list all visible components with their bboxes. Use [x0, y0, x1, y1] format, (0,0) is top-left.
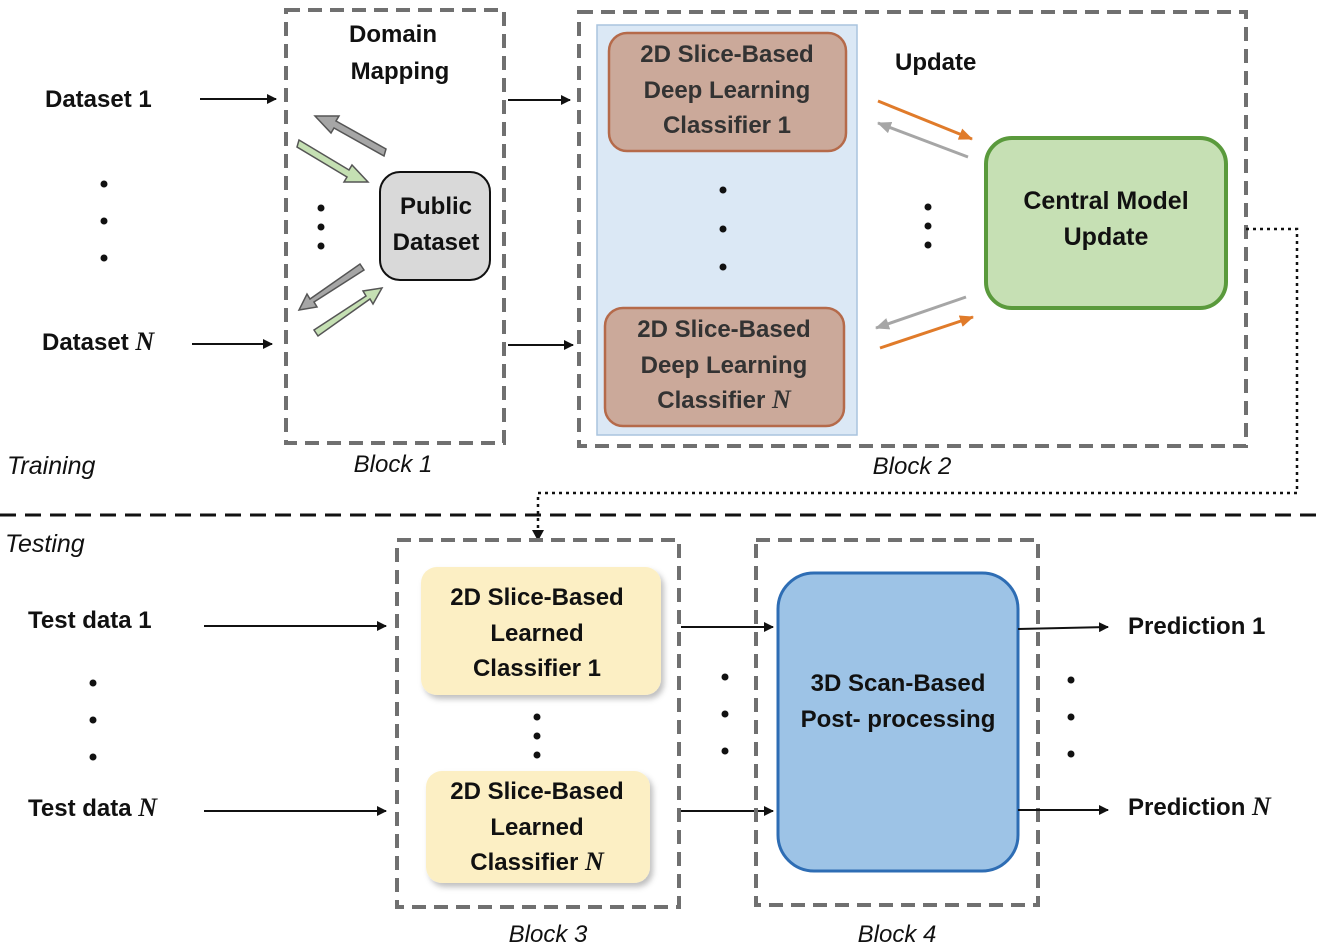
green-block-arrow-top: [296, 138, 370, 183]
green-block-arrow-bottom: [312, 287, 384, 338]
testing-label: Testing: [5, 530, 85, 558]
dl-classifier-1-line2: Deep Learning: [644, 77, 811, 104]
public-dataset-line2: Dataset: [393, 229, 480, 256]
central-model-update-box: [984, 136, 1228, 310]
training-label: Training: [7, 452, 96, 480]
post-processing-line1: 3D Scan-Based: [811, 670, 986, 697]
central-model-line2: Update: [1064, 223, 1149, 251]
learned-classifier-1-line2: Learned: [490, 620, 583, 647]
test-data-dots: [89, 679, 97, 761]
dl-classifier-n-line3: Classifier N: [657, 385, 792, 414]
prediction-n-label: Prediction N: [1128, 792, 1272, 821]
block1-caption: Block 1: [354, 451, 433, 478]
grey-arrow-from-central-top: [877, 121, 969, 159]
dataset-n-label: Dataset N: [42, 327, 155, 356]
test-data-1-label: Test data 1: [28, 607, 152, 634]
grey-arrow-from-central-bottom: [875, 295, 967, 330]
grey-block-arrow-top: [313, 115, 387, 158]
learned-classifier-1-box: [421, 567, 661, 695]
prediction-dots: [1067, 676, 1075, 758]
learned-classifier-n-line3: Classifier N: [470, 847, 605, 876]
domain-mapping-title-line1: Domain: [349, 21, 437, 48]
learned-classifier-1-line3: Classifier 1: [473, 655, 601, 682]
dataset-dots: [100, 180, 108, 262]
public-dataset-box: [379, 171, 491, 281]
block3-frame: [395, 538, 681, 909]
orange-arrow-to-central-bottom: [879, 315, 974, 350]
block4-caption: Block 4: [858, 921, 937, 948]
learned-classifier-n-box: [426, 771, 650, 883]
dl-classifier-n-box: [603, 306, 846, 428]
dl-classifier-n-line2: Deep Learning: [641, 352, 808, 379]
learned-classifier-1-line1: 2D Slice-Based: [450, 584, 623, 611]
arrow-to-prediction-1: [1017, 622, 1109, 633]
learned-classifier-dots: [533, 713, 541, 759]
central-model-line1: Central Model: [1023, 187, 1188, 215]
block2-caption: Block 2: [873, 453, 952, 480]
domain-mapping-arrows: [296, 115, 387, 338]
learned-classifier-n-line1: 2D Slice-Based: [450, 778, 623, 805]
post-processing-box: [776, 571, 1020, 873]
public-dataset-line1: Public: [400, 193, 472, 220]
prediction-1-label: Prediction 1: [1128, 613, 1265, 640]
dotted-connector-central-to-block3: [536, 227, 1299, 532]
post-processing-line2: Post- processing: [801, 706, 996, 733]
grey-block-arrow-bottom: [297, 262, 366, 311]
learned-classifier-n-line2: Learned: [490, 814, 583, 841]
dl-classifier-1-line3: Classifier 1: [663, 112, 791, 139]
block3-caption: Block 3: [509, 921, 588, 948]
dotted-connector-arrowhead: [532, 530, 544, 541]
dl-classifier-1-box: [607, 31, 848, 153]
test-data-n-label: Test data N: [28, 793, 158, 822]
dl-classifier-1-line1: 2D Slice-Based: [640, 41, 813, 68]
dl-classifier-n-line1: 2D Slice-Based: [637, 316, 810, 343]
update-dots: [924, 203, 932, 249]
classifier-dots: [719, 186, 727, 271]
update-label: Update: [895, 49, 976, 76]
domain-mapping-title-line2: Mapping: [351, 58, 450, 85]
dataset-1-label: Dataset 1: [45, 86, 152, 113]
block4-frame: [754, 538, 1040, 907]
block3-to-block4-dots: [721, 673, 729, 755]
orange-arrow-to-central-top: [877, 99, 973, 141]
domain-mapping-dots: [317, 204, 325, 250]
block1-frame: [284, 8, 506, 445]
